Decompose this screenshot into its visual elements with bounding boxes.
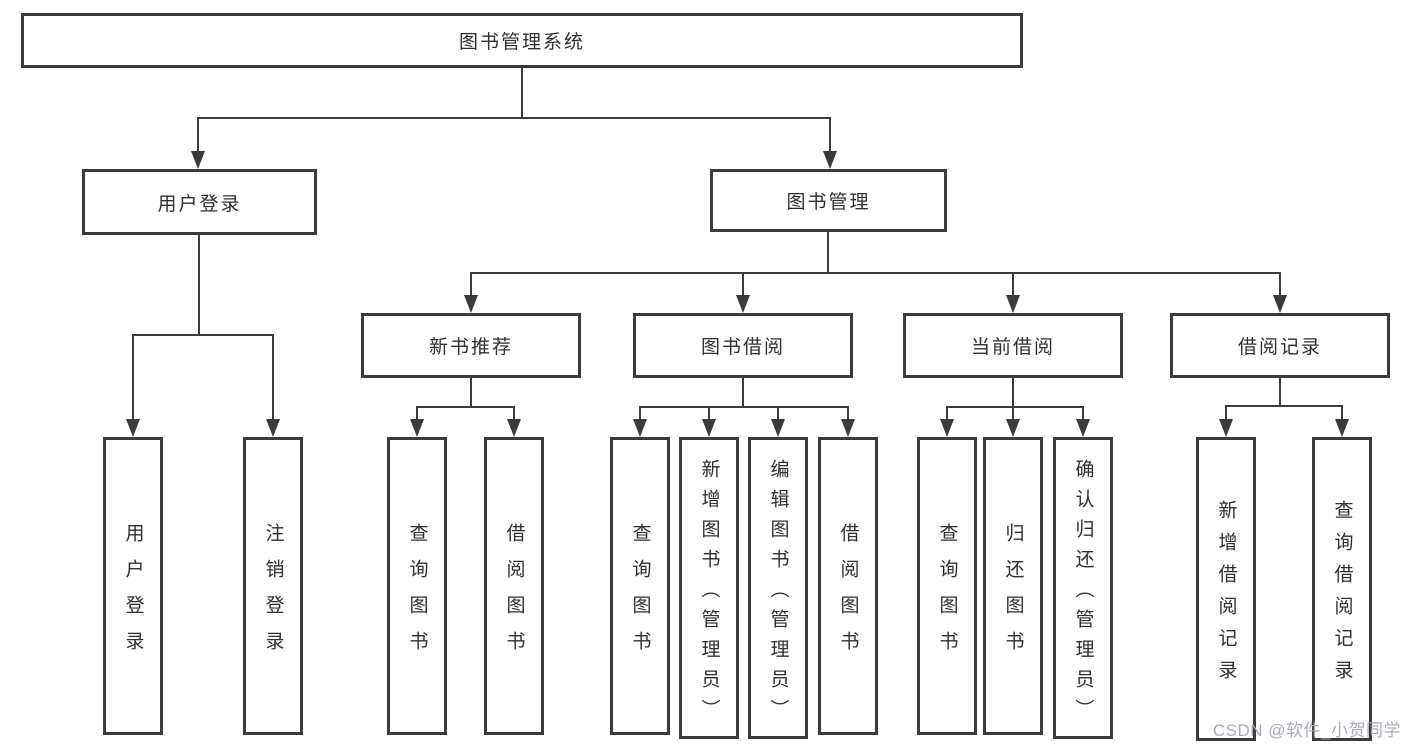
arrow-down-icon: [266, 419, 280, 437]
leaf-records-add-borrow-record: 新增借阅记录: [1196, 437, 1256, 741]
leaf-label: 借阅图书: [503, 522, 525, 667]
arrow-down-icon: [1273, 295, 1287, 313]
edge-line: [521, 68, 523, 118]
arrow-down-icon: [507, 419, 521, 437]
edge-line: [132, 334, 274, 336]
node-book-management: 图书管理: [710, 169, 947, 232]
edge-line: [132, 334, 134, 421]
edge-line: [1279, 378, 1281, 407]
arrow-down-icon: [940, 419, 954, 437]
arrow-down-icon: [1006, 295, 1020, 313]
leaf-user-login: 用户登录: [103, 437, 163, 735]
edge-line: [513, 406, 515, 421]
node-new-book-recommendation: 新书推荐: [361, 313, 581, 378]
edge-line: [742, 378, 744, 408]
arrow-down-icon: [1006, 419, 1020, 437]
edge-line: [639, 406, 641, 421]
arrow-down-icon: [633, 419, 647, 437]
leaf-recommend-query-books: 查询图书: [387, 437, 447, 735]
leaf-label: 查询图书: [936, 522, 958, 667]
arrow-down-icon: [1076, 419, 1090, 437]
edge-line: [197, 117, 199, 153]
node-label: 借阅记录: [1237, 337, 1322, 358]
edge-line: [946, 406, 1084, 408]
edge-line: [1279, 272, 1281, 297]
arrow-down-icon: [1219, 419, 1233, 437]
edge-line: [197, 117, 831, 119]
leaf-current-return-books: 归还图书: [983, 437, 1043, 735]
arrow-down-icon: [841, 419, 855, 437]
arrow-down-icon: [410, 419, 424, 437]
arrow-down-icon: [126, 419, 140, 437]
edge-line: [742, 272, 744, 297]
edge-line: [777, 406, 779, 421]
edge-line: [639, 406, 849, 408]
leaf-label: 确认归还（管理员）: [1072, 458, 1094, 729]
leaf-logout: 注销登录: [243, 437, 303, 735]
arrow-down-icon: [191, 151, 205, 169]
edge-line: [1012, 272, 1014, 297]
leaf-label: 注销登录: [262, 522, 284, 667]
edge-line: [829, 117, 831, 153]
edge-line: [1225, 405, 1343, 407]
node-label: 用户登录: [157, 193, 242, 215]
edge-line: [1341, 405, 1343, 421]
leaf-label: 查询图书: [406, 522, 428, 667]
leaf-label: 用户登录: [122, 522, 144, 667]
arrow-down-icon: [823, 151, 837, 169]
node-label: 图书借阅: [700, 337, 785, 358]
edge-line: [708, 406, 710, 421]
node-label: 新书推荐: [428, 337, 513, 358]
node-current-borrowing: 当前借阅: [903, 313, 1123, 378]
leaf-label: 查询借阅记录: [1331, 499, 1353, 692]
leaf-label: 归还图书: [1002, 522, 1024, 667]
node-user-login: 用户登录: [82, 169, 317, 235]
leaf-borrow-add-books-admin: 新增图书（管理员）: [679, 437, 739, 739]
node-label: 图书管理: [786, 192, 871, 213]
leaf-borrow-edit-books-admin: 编辑图书（管理员）: [748, 437, 808, 739]
leaf-current-confirm-return-admin: 确认归还（管理员）: [1053, 437, 1113, 739]
leaf-recommend-borrow-books: 借阅图书: [484, 437, 544, 735]
arrow-down-icon: [464, 295, 478, 313]
leaf-borrow-borrow-books: 借阅图书: [818, 437, 878, 735]
node-root-library-management-system: 图书管理系统: [21, 13, 1023, 68]
arrow-down-icon: [771, 419, 785, 437]
edge-line: [1012, 378, 1014, 408]
leaf-borrow-query-books: 查询图书: [610, 437, 670, 735]
leaf-label: 新增图书（管理员）: [698, 458, 720, 729]
edge-line: [198, 235, 200, 336]
edge-line: [847, 406, 849, 421]
edge-line: [1225, 405, 1227, 421]
edge-line: [416, 406, 418, 421]
arrow-down-icon: [736, 295, 750, 313]
edge-line: [1082, 406, 1084, 421]
node-borrowing-records: 借阅记录: [1170, 313, 1390, 378]
node-label: 图书管理系统: [458, 32, 585, 53]
node-book-borrowing: 图书借阅: [633, 313, 853, 378]
csdn-watermark: CSDN @软件_小贺同学: [1212, 721, 1401, 740]
edge-line: [946, 406, 948, 421]
edge-line: [272, 334, 274, 421]
edge-line: [470, 272, 472, 297]
arrow-down-icon: [702, 419, 716, 437]
edge-line: [470, 378, 472, 408]
leaf-records-query-borrow-record: 查询借阅记录: [1312, 437, 1372, 741]
leaf-current-query-books: 查询图书: [917, 437, 977, 735]
edge-line: [416, 406, 515, 408]
node-label: 当前借阅: [970, 337, 1055, 358]
edge-line: [470, 272, 1281, 274]
leaf-label: 编辑图书（管理员）: [767, 458, 789, 729]
arrow-down-icon: [1335, 419, 1349, 437]
leaf-label: 借阅图书: [837, 522, 859, 667]
leaf-label: 查询图书: [629, 522, 651, 667]
edge-line: [827, 232, 829, 274]
leaf-label: 新增借阅记录: [1215, 499, 1237, 692]
edge-line: [1012, 406, 1014, 421]
